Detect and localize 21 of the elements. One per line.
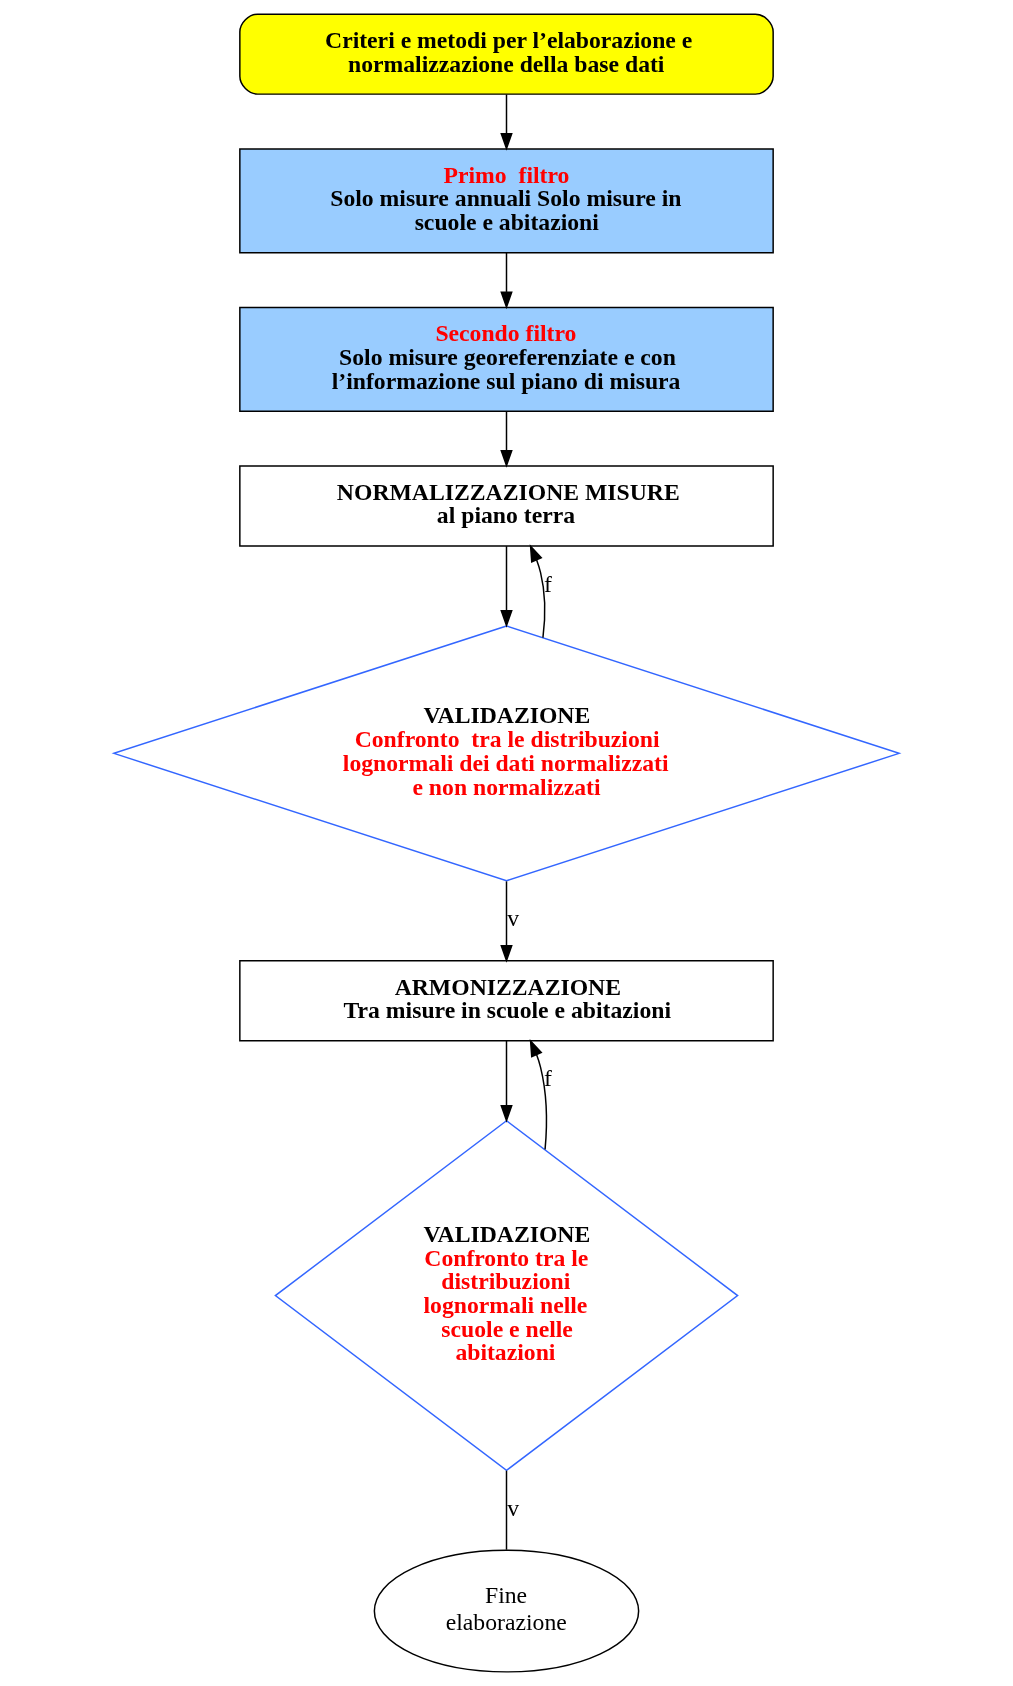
- arrow: [500, 545, 513, 628]
- edge-label: v: [507, 905, 520, 932]
- node-diamond: VALIDAZIONE Confronto tra le distribuzioni lognormali dei dati normalizzati e non normalizzati: [111, 625, 902, 882]
- edge-label: f: [544, 570, 552, 597]
- node-box: Primo filtro Solo misure annuali Solo misure in scuole e abitazioni: [239, 148, 774, 254]
- arrow: [500, 1040, 513, 1123]
- node-box: NORMALIZZAZIONE MISURE al piano terra: [239, 465, 774, 547]
- node-ellipse: Fine elaborazione: [373, 1549, 640, 1673]
- node-box: ARMONIZZAZIONE Tra misure in scuole e abitazioni: [239, 960, 774, 1042]
- arrow: [529, 1038, 548, 1151]
- arrow: [500, 410, 513, 468]
- edge-label: f: [544, 1065, 552, 1092]
- arrow: [500, 93, 513, 151]
- arrow: [529, 544, 546, 639]
- connector: [505, 1469, 508, 1551]
- node-diamond: VALIDAZIONE Confronto tra le distribuzioni lognormali nelle scuole e nelle abitazioni: [274, 1119, 739, 1472]
- node-box: Secondo filtro Solo misure georeferenziate e con l’informazione sul piano di misura: [239, 306, 774, 412]
- edge-label: v: [507, 1494, 520, 1521]
- node-box: Criteri e metodi per l’elaborazione e normalizzazione della base dati: [239, 13, 774, 95]
- arrow: [500, 252, 513, 310]
- arrow: [500, 880, 513, 963]
